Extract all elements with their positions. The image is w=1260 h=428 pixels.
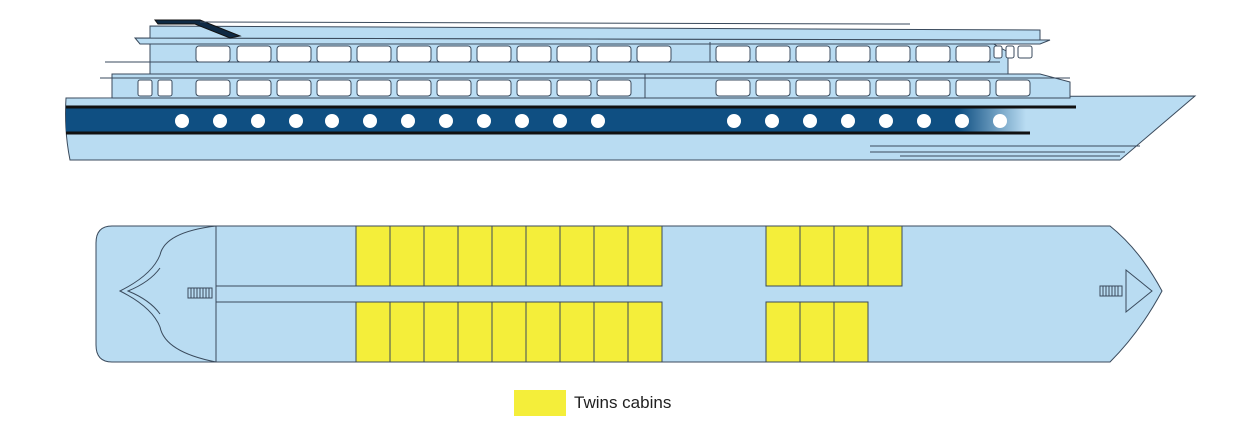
- porthole-row: [175, 114, 1007, 128]
- twin-cabin: [525, 225, 561, 287]
- bow-detail: [870, 145, 1140, 157]
- stern-structure: [118, 225, 217, 363]
- twin-cabin: [389, 301, 425, 363]
- porthole: [917, 114, 931, 128]
- porthole: [727, 114, 741, 128]
- porthole: [401, 114, 415, 128]
- twin-cabin: [525, 301, 561, 363]
- porthole: [289, 114, 303, 128]
- twin-cabin: [491, 225, 527, 287]
- stern-notch: [126, 267, 161, 315]
- twin-cabin: [627, 301, 663, 363]
- twin-cabin: [833, 225, 869, 287]
- twin-cabin: [491, 301, 527, 363]
- porthole: [993, 114, 1007, 128]
- porthole: [879, 114, 893, 128]
- twin-cabin: [457, 225, 493, 287]
- porthole: [325, 114, 339, 128]
- bow-structure: [1125, 268, 1153, 314]
- twin-cabin: [765, 225, 801, 287]
- porthole: [765, 114, 779, 128]
- twin-cabin: [355, 225, 391, 287]
- ship-side-profile: [65, 19, 1197, 161]
- porthole: [175, 114, 189, 128]
- porthole: [251, 114, 265, 128]
- porthole: [553, 114, 567, 128]
- twin-cabin: [423, 301, 459, 363]
- stern-stairs: [187, 287, 213, 299]
- twin-cabin: [627, 225, 663, 287]
- twin-cabin: [833, 301, 869, 363]
- bow-stairs: [1099, 285, 1123, 297]
- legend-label-twins-cabins: Twins cabins: [574, 393, 672, 412]
- upper-window-row: [195, 45, 1033, 63]
- twin-cabin: [355, 301, 391, 363]
- twin-cabin: [799, 225, 835, 287]
- porthole: [477, 114, 491, 128]
- deck-plan: [95, 225, 1163, 363]
- porthole: [363, 114, 377, 128]
- twin-cabin: [559, 301, 595, 363]
- porthole: [213, 114, 227, 128]
- twin-cabin: [765, 301, 801, 363]
- twin-cabin: [593, 301, 629, 363]
- legend: Twins cabins: [514, 390, 671, 416]
- porthole: [841, 114, 855, 128]
- porthole: [439, 114, 453, 128]
- twin-cabin: [559, 225, 595, 287]
- main-window-row: [137, 79, 1031, 97]
- funnel-top: [154, 19, 242, 39]
- twin-cabin: [389, 225, 425, 287]
- twin-cabin: [867, 225, 903, 287]
- twin-cabin: [593, 225, 629, 287]
- top-rail: [199, 21, 911, 25]
- legend-swatch-twins-cabins: [514, 390, 566, 416]
- twin-cabin: [457, 301, 493, 363]
- twin-cabin: [423, 225, 459, 287]
- porthole: [515, 114, 529, 128]
- twin-cabin: [799, 301, 835, 363]
- twin-cabins: [355, 225, 903, 363]
- porthole: [955, 114, 969, 128]
- porthole: [803, 114, 817, 128]
- porthole: [591, 114, 605, 128]
- sun-deck: [149, 25, 1041, 41]
